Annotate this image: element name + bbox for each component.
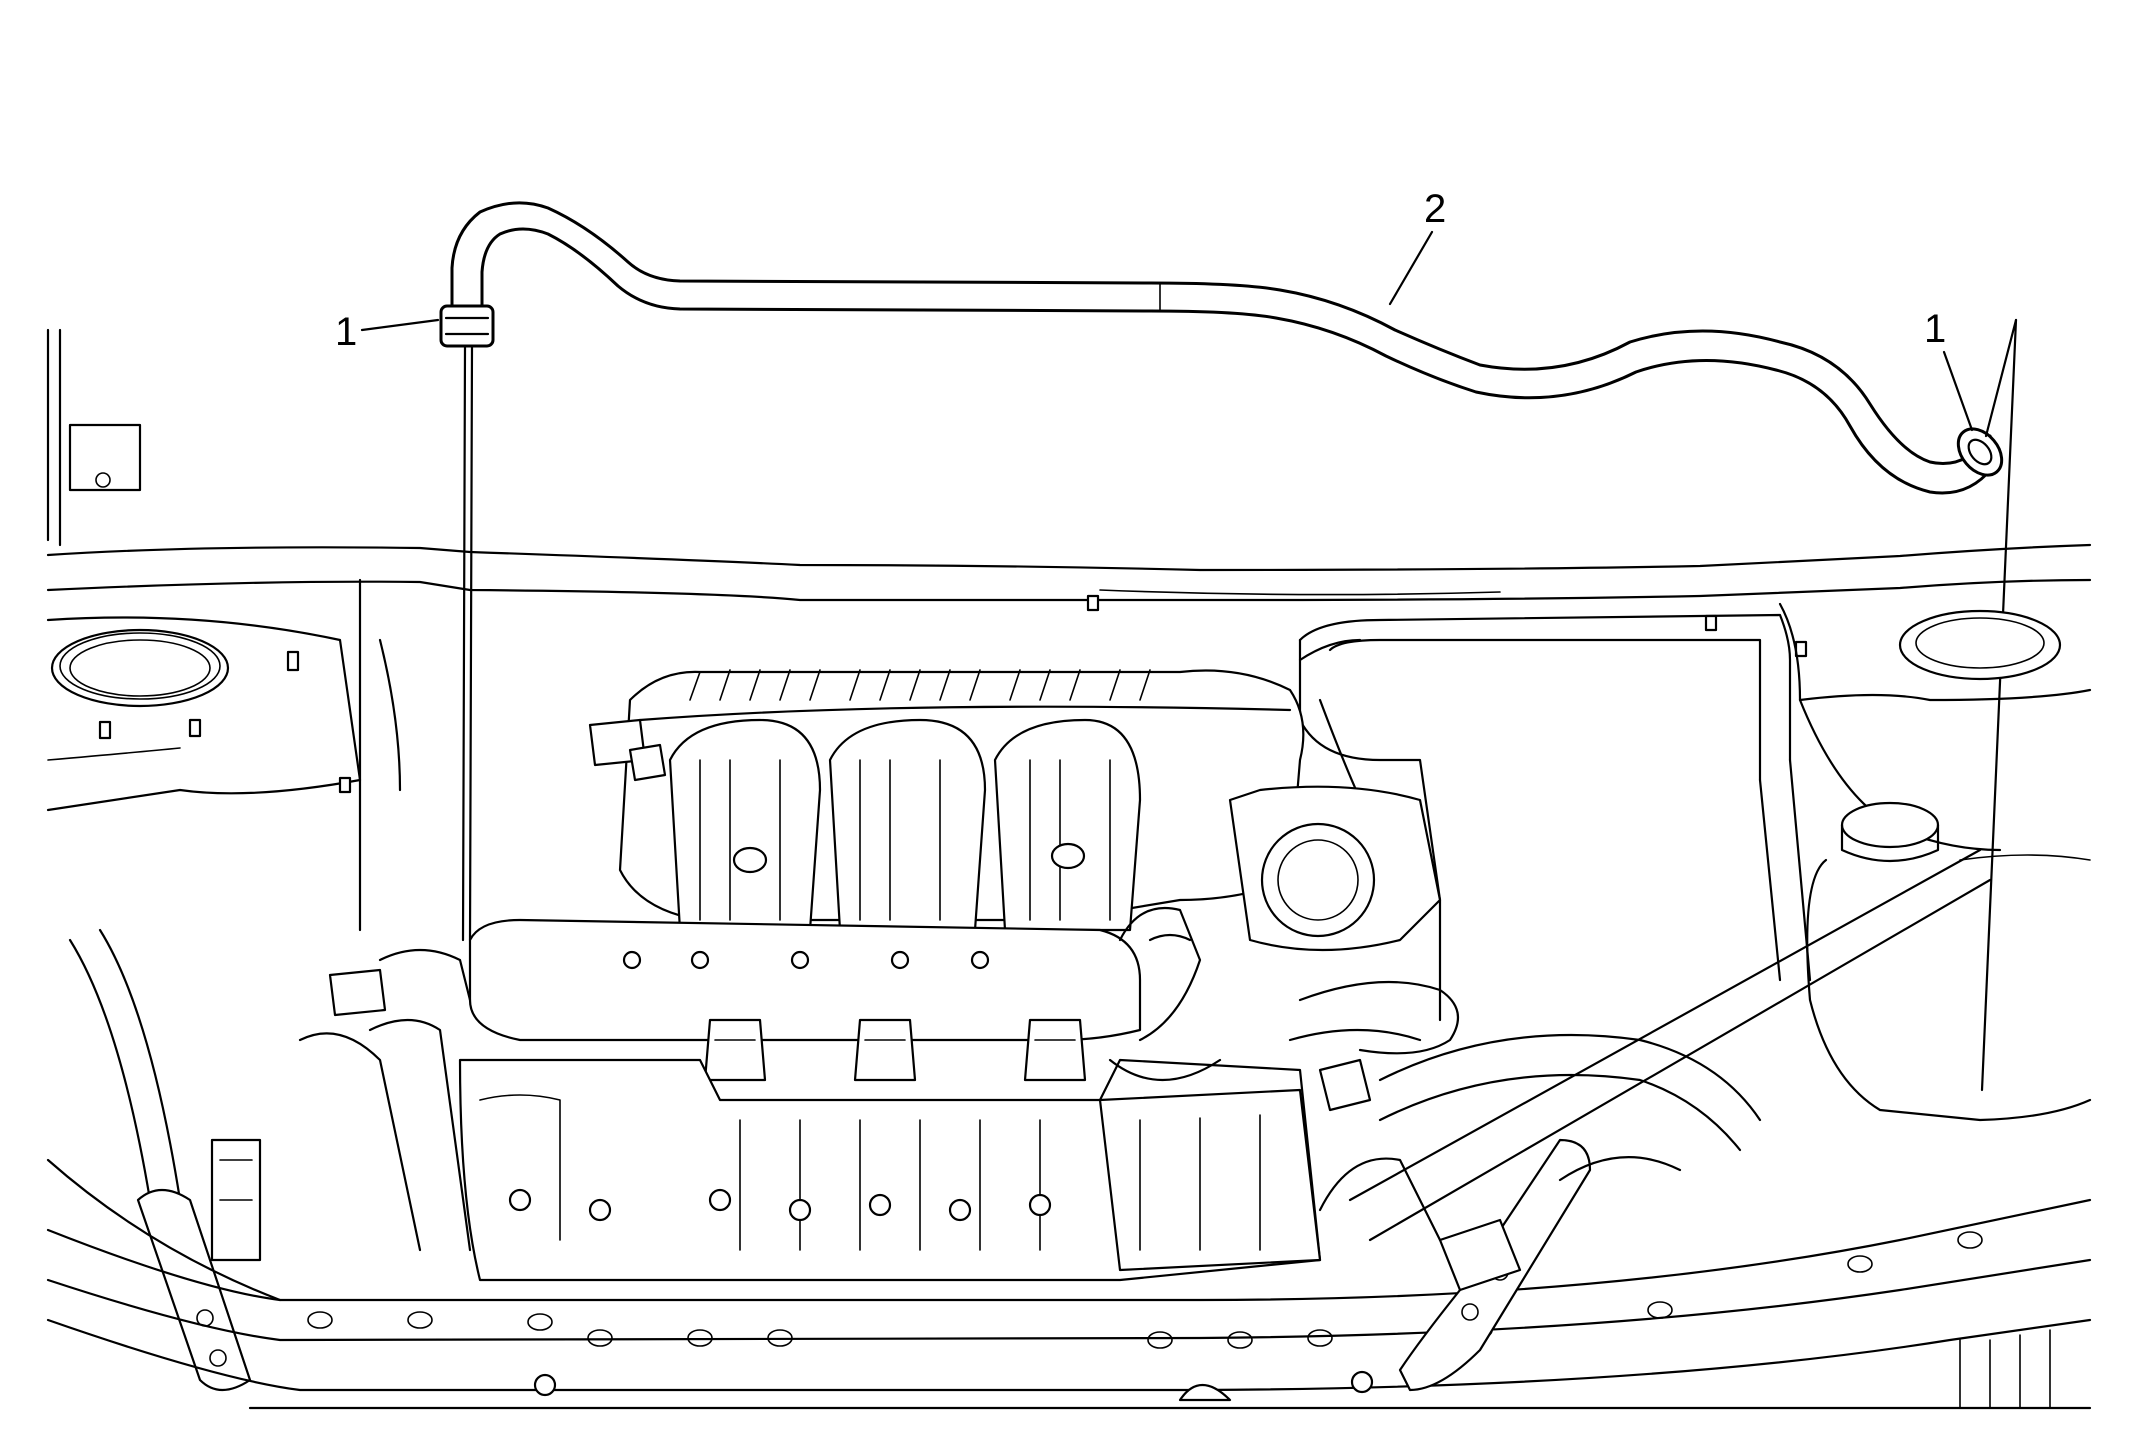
left-hose-clamp [439,304,495,348]
callout-label-clamp-right: 1 [1924,307,1946,351]
bolt-icons-left [98,594,1808,794]
callout-hose: 2 [1388,187,1446,306]
heater-hose [439,201,2004,942]
callout-clamp-right: 1 [1924,307,2018,1092]
ignition-coils [703,1018,1087,1082]
engine-assembly [458,669,1762,1292]
vehicle-body [46,328,2092,1392]
callout-clamp-left: 1 [335,310,440,354]
left-bracket [328,948,472,1017]
callout-label-hose: 2 [1424,187,1446,231]
callout-label-clamp-left: 1 [335,310,357,354]
valve-cover [468,918,1142,1042]
